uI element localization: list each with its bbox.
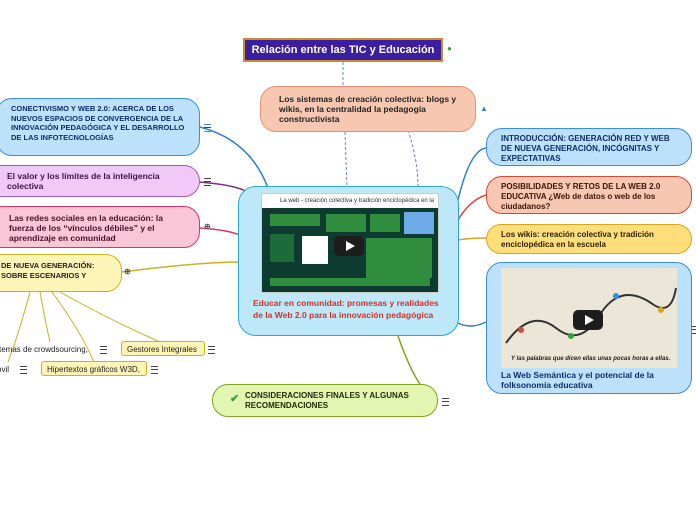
topic-posibilidades-retos-text: POSIBILIDADES Y RETOS DE LA WEB 2.0 EDUC… (501, 182, 661, 211)
sub-item-gestores-text: Gestores Integrales (127, 345, 197, 354)
topic-redes-sociales-text: Las redes sociales en la educación: la f… (9, 213, 164, 243)
topic-redes-sociales[interactable]: Las redes sociales en la educación: la f… (0, 206, 200, 248)
notes-icon (100, 346, 107, 354)
sub-item-movil-text: óvil (0, 365, 10, 374)
video-slide-block (270, 214, 320, 226)
sub-item-hipertextos-text: Hipertextos gráficos W3D, (47, 365, 140, 374)
sub-item-gestores[interactable]: Gestores Integrales (121, 341, 205, 356)
topic-web-semantica-text: La Web Semántica y el potencial de la fo… (501, 370, 654, 390)
video-slide-block (270, 278, 430, 286)
drive-icon: ▲ (480, 104, 488, 113)
sub-item-crowdsourcing[interactable]: temas de crowdsourcing, (0, 342, 94, 356)
notes-icon (692, 326, 696, 334)
notes-icon (208, 346, 215, 354)
notes-icon (151, 366, 158, 374)
topic-posibilidades-retos[interactable]: POSIBILIDADES Y RETOS DE LA WEB 2.0 EDUC… (486, 176, 692, 214)
video-slide-block (366, 238, 432, 278)
topic-conectivismo[interactable]: CONECTIVISMO Y WEB 2.0: ACERCA DE LOS NU… (0, 98, 200, 156)
topic-consideraciones-finales[interactable]: CONSIDERACIONES FINALES Y ALGUNAS RECOME… (212, 384, 438, 417)
semantic-video-thumbnail[interactable]: Y las palabras que dicen ellas unas poca… (501, 268, 677, 368)
topic-introduccion[interactable]: INTRODUCCIÓN: GENERACIÓN RED Y WEB DE NU… (486, 128, 692, 166)
mindmap-title[interactable]: Relación entre las TIC y Educación (243, 38, 443, 62)
topic-web-semantica[interactable]: Y las palabras que dicen ellas unas poca… (486, 262, 692, 394)
notes-icon (20, 366, 27, 374)
video-caption: Y las palabras que dicen ellas unas poca… (511, 356, 671, 362)
mindmap-title-text: Relación entre las TIC y Educación (251, 44, 435, 56)
topic-conectivismo-text: CONECTIVISMO Y WEB 2.0: ACERCA DE LOS NU… (11, 104, 185, 142)
topic-creacion-colectiva[interactable]: Los sistemas de creación colectiva: blog… (260, 86, 476, 132)
video-heading: La web - creación colectiva y tradición … (262, 194, 438, 218)
center-video-thumbnail[interactable]: La web - creación colectiva y tradición … (261, 193, 439, 293)
sub-item-crowdsourcing-text: temas de crowdsourcing, (0, 345, 88, 354)
topic-inteligencia-colectiva[interactable]: El valor y los límites de la inteligenci… (0, 165, 200, 197)
central-topic-label: Educar en comunidad: promesas y realidad… (253, 298, 439, 320)
topic-creacion-colectiva-text: Los sistemas de creación colectiva: blog… (279, 94, 457, 124)
checkmark-circle-icon: ✔ (230, 393, 240, 405)
topic-inteligencia-colectiva-text: El valor y los límites de la inteligenci… (7, 171, 160, 191)
topic-nueva-generacion-text: DE NUEVA GENERACIÓN: SOBRE ESCENARIOS Y (1, 261, 95, 280)
topic-nueva-generacion[interactable]: DE NUEVA GENERACIÓN: SOBRE ESCENARIOS Y (0, 254, 122, 292)
video-slide-block (404, 212, 434, 234)
video-slide-block (270, 234, 294, 262)
play-button-icon[interactable] (334, 236, 364, 256)
link-icon: ⊕ (124, 267, 131, 276)
video-slide-block (370, 214, 400, 232)
play-button-icon[interactable] (573, 310, 603, 330)
notes-icon (204, 124, 211, 132)
topic-introduccion-text: INTRODUCCIÓN: GENERACIÓN RED Y WEB DE NU… (501, 134, 670, 163)
central-topic[interactable]: La web - creación colectiva y tradición … (238, 186, 459, 336)
topic-wikis-text: Los wikis: creación colectiva y tradició… (501, 230, 654, 249)
sub-item-hipertextos[interactable]: Hipertextos gráficos W3D, (41, 361, 147, 376)
wikipedia-logo (302, 236, 328, 264)
notes-icon (204, 178, 211, 186)
link-icon: ⊕ (204, 222, 211, 231)
notes-icon (442, 398, 449, 406)
video-slide-block (326, 214, 366, 232)
topic-wikis[interactable]: Los wikis: creación colectiva y tradició… (486, 224, 692, 254)
circle-status-icon: ● (447, 44, 452, 53)
sub-item-movil[interactable]: óvil (0, 362, 16, 376)
topic-consideraciones-finales-text: CONSIDERACIONES FINALES Y ALGUNAS RECOME… (245, 391, 409, 410)
